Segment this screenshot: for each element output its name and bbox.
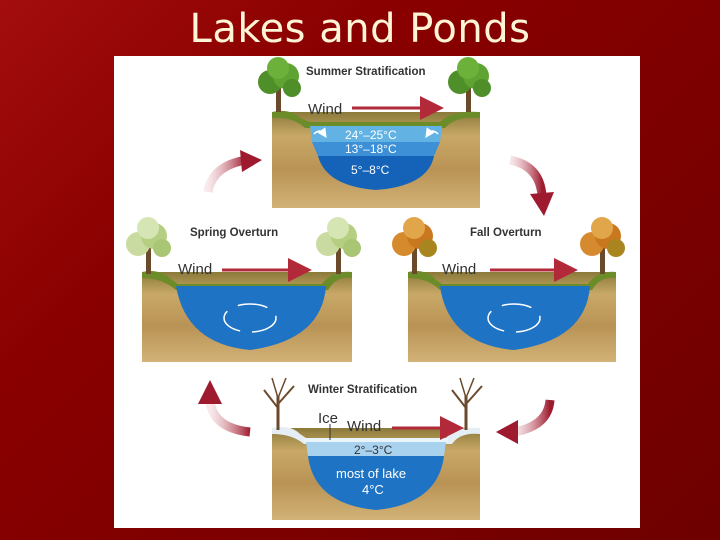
winter-top-temp: 2°–3°C [354,443,393,457]
summer-panel: Summer Stratification Wind 24°–25°C 13°–… [258,57,491,208]
winter-ice [304,438,448,442]
summer-label: Summer Stratification [306,66,426,78]
tree-icon [263,377,295,430]
winter-panel: Winter Stratification Ice Wind 2°–3°C mo… [263,377,483,520]
fall-water [440,286,590,350]
tree-icon [126,217,171,274]
curved-arrow-icon [508,155,554,216]
summer-wind-label: Wind [308,101,342,118]
tree-icon [316,217,361,274]
spring-label: Spring Overturn [190,227,278,239]
winter-bottom-temp-line2: 4°C [362,482,384,497]
tree-icon [448,57,491,112]
summer-bottom-temp: 5°–8°C [351,163,390,177]
fall-panel: Fall Overturn Wind [392,217,625,362]
tree-icon [451,377,483,430]
tree-icon [580,217,625,274]
curved-arrow-icon [496,399,555,444]
summer-mid-temp: 13°–18°C [345,142,397,156]
winter-wind-label: Wind [347,418,381,435]
spring-wind-label: Wind [178,261,212,278]
summer-water-thermocline [312,142,440,156]
circular-arrows-icon [223,303,277,333]
circular-arrows-icon [487,303,541,333]
winter-bottom-temp-line1: most of lake [336,466,406,481]
spring-panel: Spring Overturn Wind [126,217,361,362]
spring-water [176,286,326,350]
winter-label: Winter Stratification [308,384,417,396]
tree-icon [258,57,301,112]
summer-top-temp: 24°–25°C [345,128,397,142]
curved-arrow-icon [203,150,262,193]
winter-water-bottom [308,456,444,510]
tree-icon [392,217,437,274]
curved-arrow-icon [198,380,251,437]
fall-wind-label: Wind [442,261,476,278]
winter-water-top [306,442,446,456]
summer-water-epilimnion [310,126,442,142]
slide-title: Lakes and Ponds [189,6,531,52]
fall-label: Fall Overturn [470,227,542,239]
summer-water-hypolimnion [318,156,434,190]
winter-ice-label: Ice [318,410,338,427]
